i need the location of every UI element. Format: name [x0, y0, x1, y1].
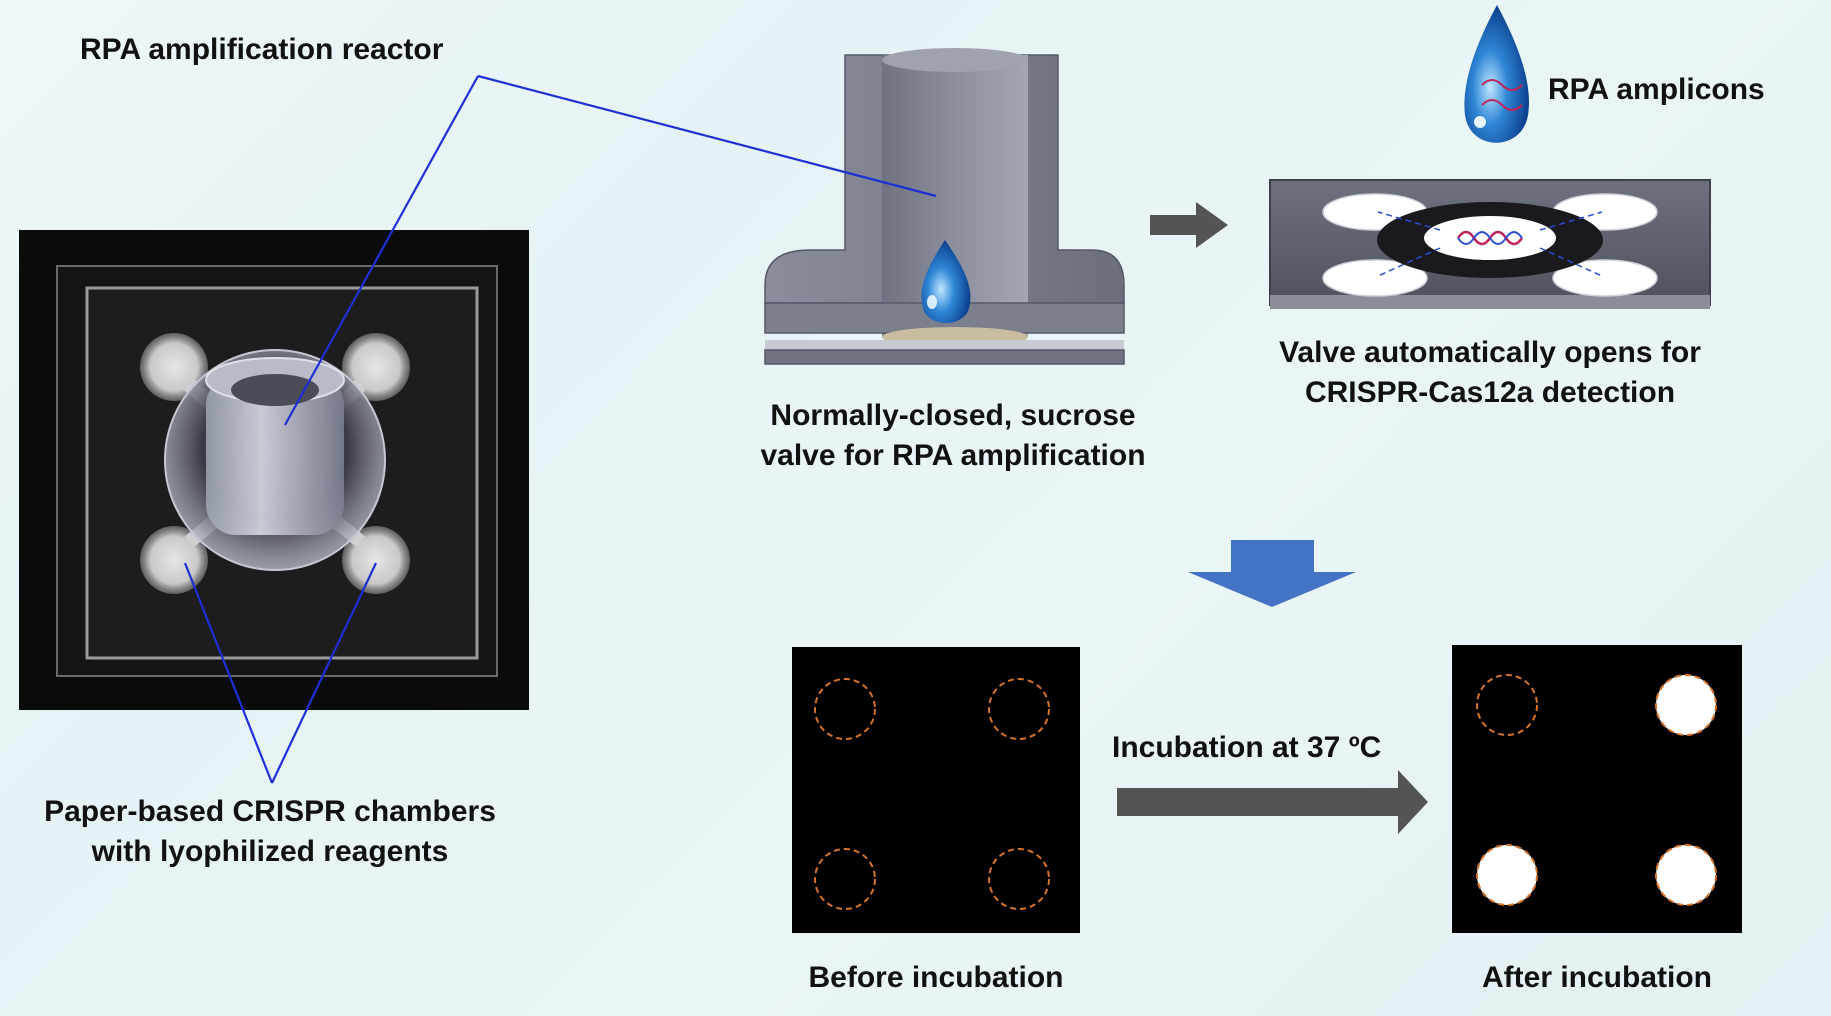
- rpa-reactor-text: RPA amplification reactor: [80, 33, 444, 66]
- dna-helix-icon: [1457, 231, 1523, 245]
- flow-arrow-icon: [1377, 247, 1441, 277]
- chamber-outline: [1655, 844, 1717, 906]
- chamber-outline: [814, 678, 876, 740]
- before-incubation-panel: [792, 647, 1080, 933]
- positive-chamber: [1656, 675, 1716, 735]
- reactor-cross-section: [764, 48, 1125, 365]
- pointer-line: [284, 75, 479, 426]
- seal-layer: [765, 340, 1124, 350]
- flow-arrow-icon: [1539, 211, 1603, 231]
- droplet-highlight: [1474, 116, 1486, 128]
- positive-chamber: [1477, 845, 1537, 905]
- after-incubation-label: After incubation: [1437, 958, 1757, 998]
- chambers-caption-line1: Paper-based CRISPR chambers: [44, 795, 496, 828]
- device-photo-drawing: [19, 230, 529, 710]
- chambers-caption: Paper-based CRISPR chambers with lyophil…: [20, 792, 520, 872]
- device-photo: [19, 230, 529, 710]
- chamber-outline: [988, 848, 1050, 910]
- chamber-outline: [1476, 844, 1538, 906]
- reactor-opening: [231, 374, 319, 406]
- flow-arrow-icon: [1539, 247, 1603, 277]
- valve-caption: Normally-closed, sucrose valve for RPA a…: [733, 396, 1173, 476]
- before-incubation-label: Before incubation: [776, 958, 1096, 998]
- before-incubation-text: Before incubation: [808, 961, 1064, 994]
- arrow-right-icon: [1150, 202, 1228, 248]
- incubation-label: Incubation at 37 ºC: [1112, 728, 1381, 768]
- pointer-line: [477, 74, 937, 198]
- valve-caption-line1: Normally-closed, sucrose: [770, 399, 1136, 432]
- chamber-outline: [1655, 674, 1717, 736]
- positive-chamber: [1656, 845, 1716, 905]
- reactor-top-rim: [882, 48, 1028, 72]
- incubation-arrow-icon: [1117, 770, 1428, 834]
- bottom-plate: [764, 349, 1125, 365]
- before-panel-drawing: [814, 678, 1050, 910]
- valve-opens-line1: Valve automatically opens for: [1279, 336, 1701, 369]
- rpa-amplicons-label: RPA amplicons: [1548, 70, 1765, 110]
- reactor-bore: [882, 55, 1028, 337]
- droplet-highlight: [927, 295, 937, 309]
- droplet-icon: [1464, 5, 1529, 143]
- rpa-amplicon-droplet: [1464, 5, 1529, 143]
- valve-opens-line2: CRISPR-Cas12a detection: [1304, 376, 1676, 409]
- rpa-reactor-label: RPA amplification reactor: [80, 30, 443, 70]
- reactor-cylinder: [206, 375, 344, 535]
- pointer-line: [183, 562, 274, 784]
- after-incubation-text: After incubation: [1482, 961, 1712, 994]
- chamber-outline: [988, 678, 1050, 740]
- flow-arrow-icon: [1377, 211, 1441, 231]
- chamber-outline: [814, 848, 876, 910]
- valve-opens-caption: Valve automatically opens for CRISPR-Cas…: [1250, 333, 1730, 413]
- arrow-down-icon: [1188, 540, 1356, 607]
- chip-chamber: [1552, 259, 1658, 297]
- chamber-outline: [1476, 674, 1538, 736]
- after-incubation-panel: [1452, 645, 1742, 933]
- chip-chamber: [1322, 259, 1428, 297]
- dna-helix-icon: [1481, 79, 1523, 91]
- after-panel-drawing: [1476, 674, 1717, 906]
- pointer-line: [271, 562, 377, 784]
- chambers-caption-line2: with lyophilized reagents: [91, 835, 449, 868]
- incubation-text: Incubation at 37 ºC: [1112, 731, 1382, 764]
- chip-edge: [1270, 295, 1710, 309]
- valve-caption-line2: valve for RPA amplification: [760, 439, 1146, 472]
- rpa-amplicons-text: RPA amplicons: [1548, 73, 1765, 106]
- detection-chip: [1269, 179, 1711, 309]
- dna-helix-icon: [1481, 99, 1523, 111]
